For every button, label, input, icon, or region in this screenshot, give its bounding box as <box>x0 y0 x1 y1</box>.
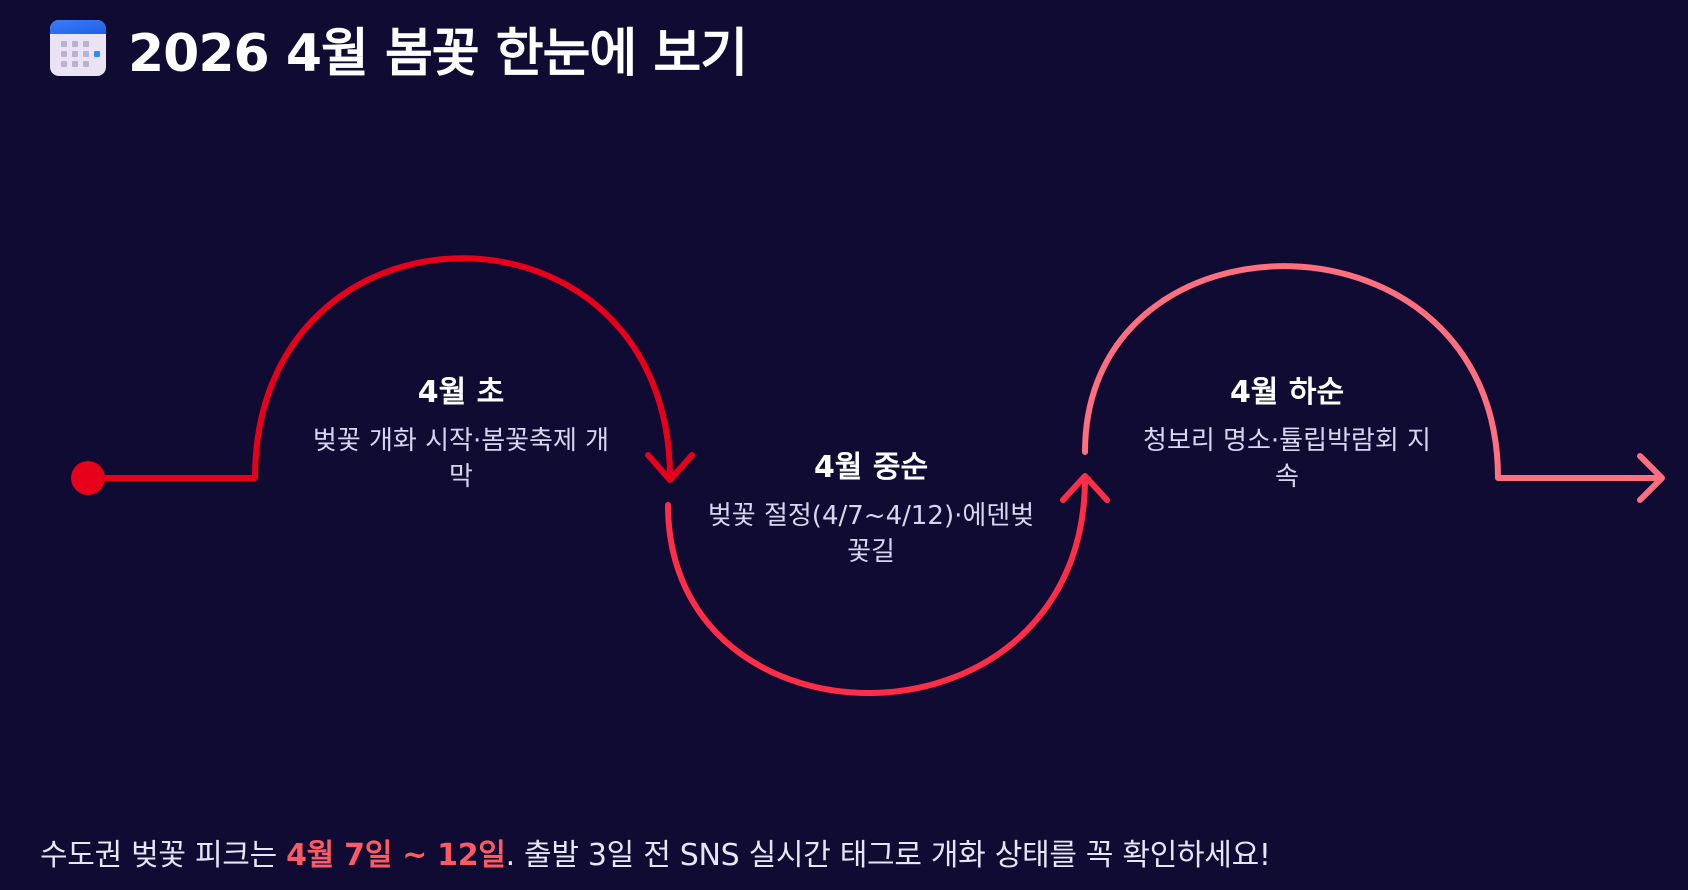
stage-2-title: 4월 중순 <box>814 450 928 485</box>
stage-1-title: 4월 초 <box>418 375 505 410</box>
calendar-icon <box>50 20 106 76</box>
timeline-arc-stage-3 <box>1082 263 1501 481</box>
stage-2-desc-line1: 벚꽃 절정(4/7~4/12)·에덴벚 <box>708 501 1034 531</box>
page-title: 2026 4월 봄꽃 한눈에 보기 <box>128 23 748 84</box>
arrow-up-icon <box>1060 473 1110 503</box>
arrow-right-icon <box>1637 453 1665 503</box>
timeline-arc-stage-2 <box>665 475 1088 696</box>
stage-3: 4월 하순 청보리 명소·튤립박람회 지 속 <box>1143 375 1431 492</box>
stage-2: 4월 중순 벚꽃 절정(4/7~4/12)·에덴벚 꽃길 <box>708 450 1034 567</box>
stage-1-desc-line1: 벚꽃 개화 시작·봄꽃축제 개 <box>313 426 609 456</box>
footer-highlight: 4월 7일 ~ 12일 <box>286 838 506 873</box>
stage-1: 4월 초 벚꽃 개화 시작·봄꽃축제 개 막 <box>313 375 609 492</box>
timeline-arc-stage-1 <box>252 255 673 481</box>
footer-prefix: 수도권 벚꽃 피크는 <box>40 838 287 873</box>
footer-suffix: . 출발 3일 전 SNS 실시간 태그로 개화 상태를 꼭 확인하세요! <box>505 838 1271 873</box>
stage-3-title: 4월 하순 <box>1230 375 1344 410</box>
stage-3-desc-line1: 청보리 명소·튤립박람회 지 <box>1143 426 1431 456</box>
stage-2-desc-line2: 꽃길 <box>847 537 895 567</box>
header: 2026 4월 봄꽃 한눈에 보기 <box>50 16 748 84</box>
stage-3-desc-line2: 속 <box>1275 462 1299 492</box>
arrow-down-icon <box>645 452 695 483</box>
footer-note: 수도권 벚꽃 피크는 4월 7일 ~ 12일. 출발 3일 전 SNS 실시간 … <box>40 830 1271 874</box>
stage-1-desc-line2: 막 <box>449 462 473 492</box>
